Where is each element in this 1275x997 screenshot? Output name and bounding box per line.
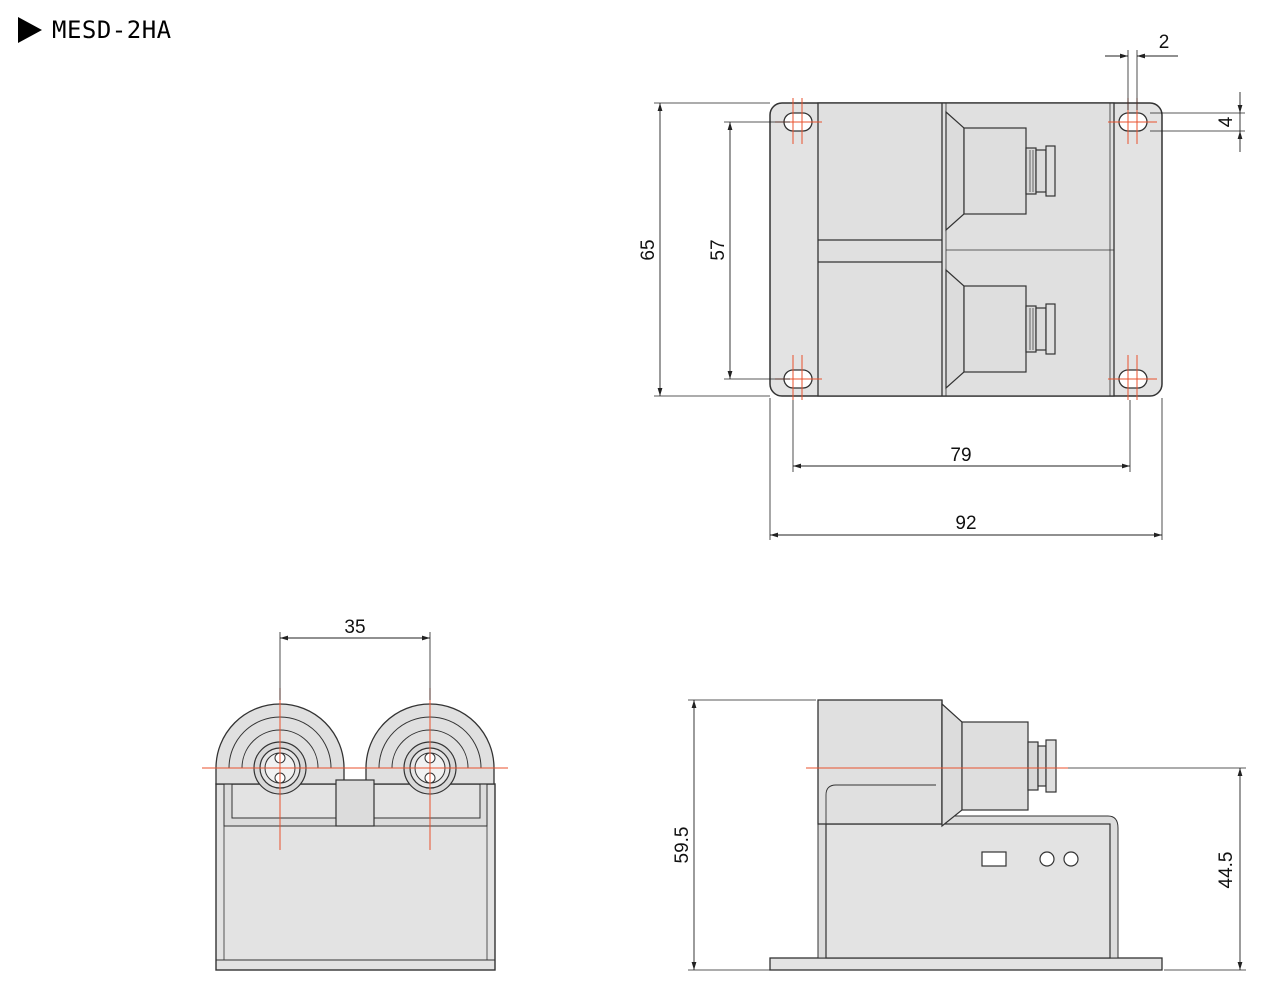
model-name: MESD-2HA (52, 16, 172, 44)
dim-label-4: 4 (1216, 116, 1237, 127)
led-1-icon (1039, 851, 1055, 867)
dim-label-79: 79 (950, 445, 971, 466)
side-view: 59.5 44.5 (672, 699, 1246, 971)
dim-top-pitch-x: 79 (792, 400, 1131, 472)
dim-label-65: 65 (638, 239, 659, 260)
led-2-icon (1063, 851, 1079, 867)
dim-label-44-5: 44.5 (1216, 852, 1237, 889)
front-centerlines (202, 688, 508, 850)
play-arrow-icon (18, 17, 42, 43)
dim-label-2: 2 (1159, 32, 1170, 53)
dim-label-92: 92 (955, 513, 976, 534)
dim-front-pitch: 35 (279, 617, 431, 700)
dim-top-height: 65 (638, 102, 770, 397)
drawing-title: MESD-2HA (18, 16, 172, 44)
side-base-plate (769, 957, 1163, 971)
side-housing (817, 699, 943, 825)
top-connector-upper (945, 110, 1056, 232)
dim-label-59-5: 59.5 (672, 827, 693, 864)
top-connector-lower (945, 268, 1056, 390)
dim-side-height: 59.5 (672, 699, 816, 971)
dim-side-center-height: 44.5 (1068, 767, 1246, 971)
front-center-block (335, 779, 375, 827)
dim-slot-height: 4 (1150, 92, 1245, 152)
dim-top-width: 92 (769, 398, 1163, 540)
dim-hole-offset: 2 (1105, 32, 1178, 110)
top-view: 92 79 65 57 2 (638, 32, 1245, 540)
status-window-icon (981, 851, 1007, 867)
dim-label-57: 57 (708, 239, 729, 260)
dim-label-35: 35 (344, 617, 365, 638)
front-view: 35 (202, 617, 508, 971)
slot-centerlines (775, 98, 1157, 400)
dim-top-pitch-y: 57 (708, 121, 790, 380)
side-connector (941, 702, 1057, 828)
